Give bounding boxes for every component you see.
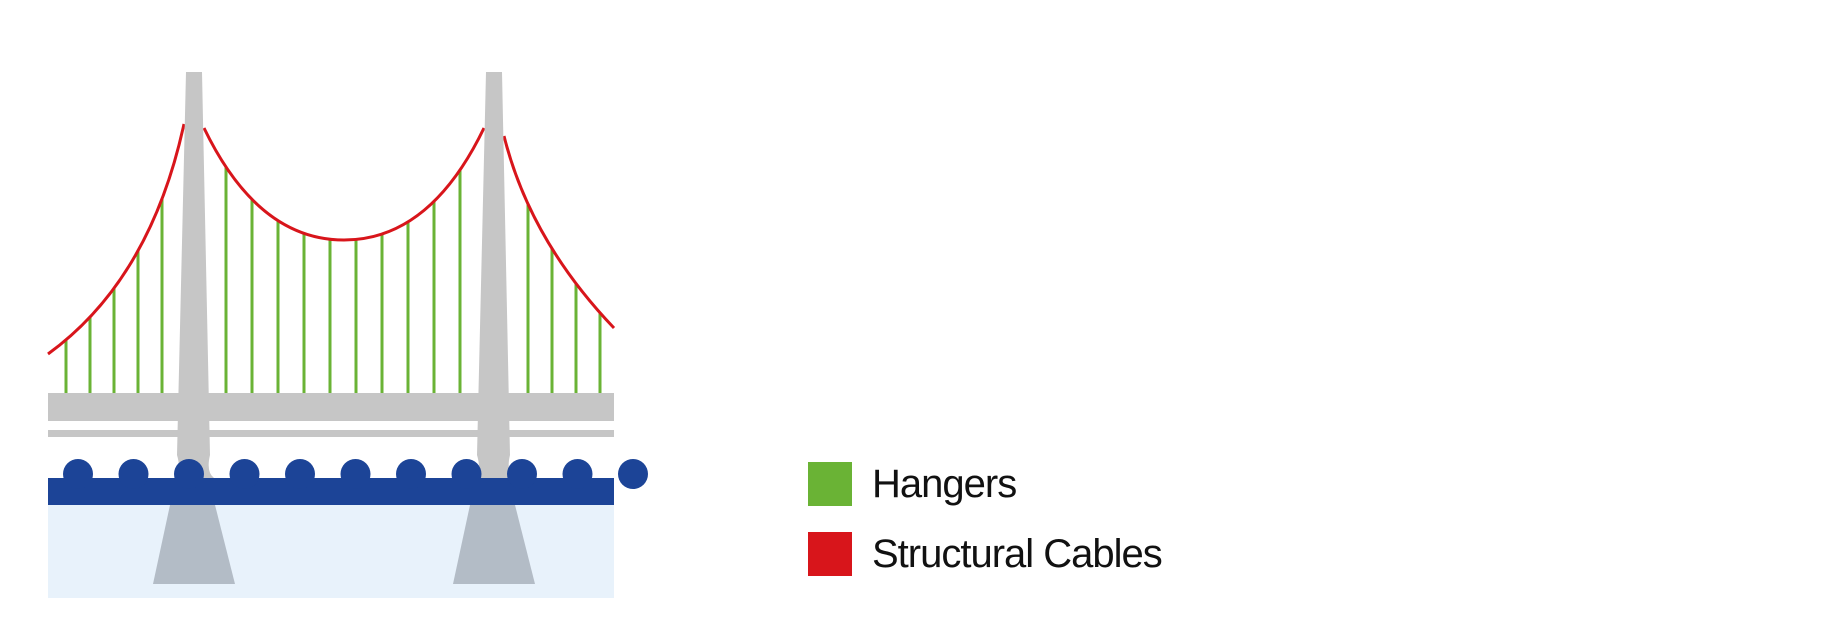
- left-tower: [174, 72, 214, 478]
- legend-label-structural-cables: Structural Cables: [872, 531, 1163, 576]
- wave-crest: [229, 459, 260, 489]
- wave-crest: [118, 459, 149, 489]
- legend-label-hangers: Hangers: [872, 461, 1017, 506]
- wave-crests: [63, 459, 648, 489]
- wave-crest: [174, 459, 204, 489]
- water-background: [48, 505, 614, 598]
- right-tower: [474, 72, 514, 478]
- main-span-cable: [202, 127, 486, 242]
- wave-crest: [340, 459, 371, 489]
- legend-item-hangers: Hangers: [808, 460, 1162, 508]
- wave-crest: [396, 459, 426, 489]
- right-tower-foundation: [453, 505, 535, 584]
- wave-crest: [507, 459, 537, 489]
- legend: Hangers Structural Cables: [808, 460, 1163, 600]
- wave-crest: [63, 459, 93, 489]
- left-tower-foundation: [153, 505, 235, 584]
- waves: [48, 459, 648, 505]
- road-deck: [48, 393, 614, 421]
- lower-deck-rail: [48, 430, 614, 437]
- hangers-swatch: [808, 462, 852, 506]
- wave-crest: [562, 459, 593, 489]
- right-side-cable: [502, 135, 616, 330]
- wave-crest: [451, 459, 482, 489]
- wave-crest: [285, 459, 315, 489]
- legend-item-structural-cables: Structural Cables: [808, 530, 1163, 578]
- wave-crest: [618, 459, 648, 489]
- left-side-cable: [47, 123, 186, 356]
- hangers: [64, 167, 602, 393]
- structural-cables-swatch: [808, 532, 852, 576]
